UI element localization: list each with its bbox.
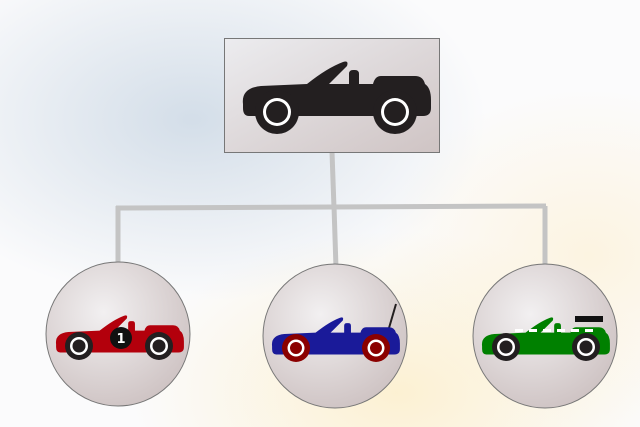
convertible-car-icon — [271, 303, 400, 362]
roof-rack-icon — [575, 316, 603, 322]
connector-bus — [115, 203, 547, 211]
child-node-taxi-car — [472, 263, 618, 409]
convertible-car-icon — [481, 316, 610, 361]
child-node-race-car: 1 — [45, 261, 191, 407]
connector-lines — [115, 151, 548, 270]
taxi-stripe — [515, 329, 593, 332]
number-badge-label: 1 — [116, 332, 125, 347]
antenna-icon — [388, 303, 397, 329]
convertible-car-icon — [242, 61, 431, 134]
child-node-antenna-car — [262, 263, 408, 409]
connector-middle — [331, 205, 339, 269]
connector-trunk — [329, 151, 337, 209]
root-node — [224, 38, 440, 153]
convertible-car-icon: 1 — [55, 315, 184, 360]
number-badge — [110, 327, 132, 349]
